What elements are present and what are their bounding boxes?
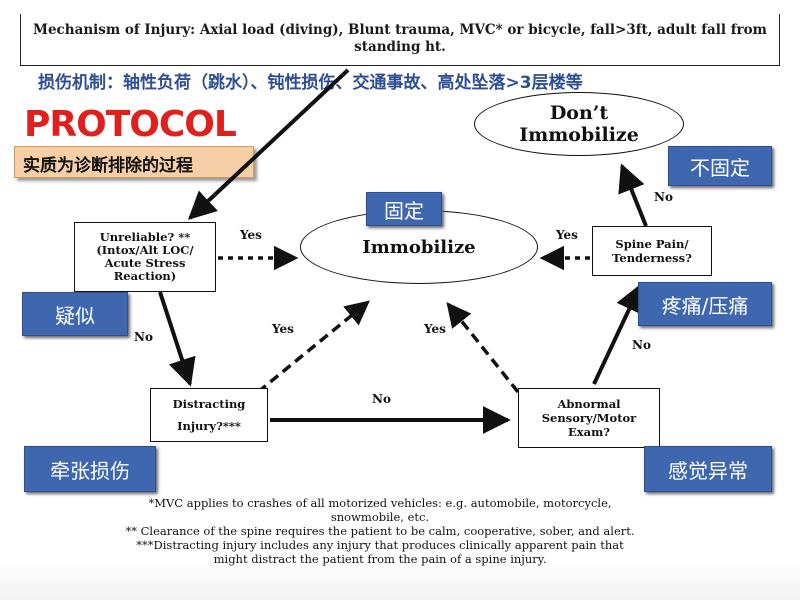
footnote-mvc: *MVC applies to crashes of all motorized… [148, 496, 612, 524]
edge-label-unreliable-no: No [134, 330, 153, 344]
spine-pain-node: Spine Pain/ Tenderness? [592, 226, 712, 276]
unreliable-node: Unreliable? ** (Intox/Alt LOC/ Acute Str… [74, 222, 216, 292]
tag-dont-immobilize-cn: 不固定 [668, 146, 772, 186]
dont-immobilize-node: Don’t Immobilize [474, 92, 684, 156]
arrow-unreliable-to-distracting [158, 291, 196, 387]
mechanism-header-text: Mechanism of Injury: Axial load (diving)… [33, 22, 767, 55]
tag-suspect-cn: 疑似 [22, 292, 128, 336]
tag-immobilize-cn: 固定 [366, 192, 442, 226]
edge-label-unreliable-yes: Yes [240, 228, 262, 242]
arrow-spine-to-dont-immobilize [618, 163, 648, 227]
protocol-title: PROTOCOL [24, 104, 237, 145]
edge-label-abnormal-no: No [632, 338, 651, 352]
footnote-clearance: ** Clearance of the spine requires the p… [125, 524, 635, 538]
arrow-distracting-to-immobilize [256, 300, 370, 394]
footnote-distracting: ***Distracting injury includes any injur… [136, 538, 624, 566]
arrow-header-to-unreliable [187, 68, 350, 220]
arrow-abnormal-to-spine [592, 283, 642, 385]
cn-mechanism-text: 损伤机制：轴性负荷（跳水）、钝性损伤、交通事故、高处坠落>3层楼等 [38, 73, 583, 93]
edge-label-distracting-yes: Yes [272, 322, 294, 336]
arrow-abnormal-to-immobilize [446, 302, 520, 394]
tag-sensory-cn: 感觉异常 [644, 446, 772, 492]
edge-label-spine-no: No [654, 190, 673, 204]
footnotes: *MVC applies to crashes of all motorized… [120, 496, 640, 566]
cn-subtitle-box: 实质为诊断排除的过程 [14, 146, 254, 178]
tag-distracting-cn: 牵张损伤 [24, 446, 156, 492]
distracting-node: Distracting Injury?*** [150, 388, 268, 442]
edge-label-spine-yes: Yes [556, 228, 578, 242]
background-strip [0, 560, 800, 600]
edge-label-abnormal-yes: Yes [424, 322, 446, 336]
edge-label-distracting-no: No [372, 392, 391, 406]
mechanism-header-box [20, 14, 780, 66]
abnormal-node: Abnormal Sensory/Motor Exam? [518, 388, 660, 448]
tag-pain-cn: 疼痛/压痛 [638, 282, 772, 326]
